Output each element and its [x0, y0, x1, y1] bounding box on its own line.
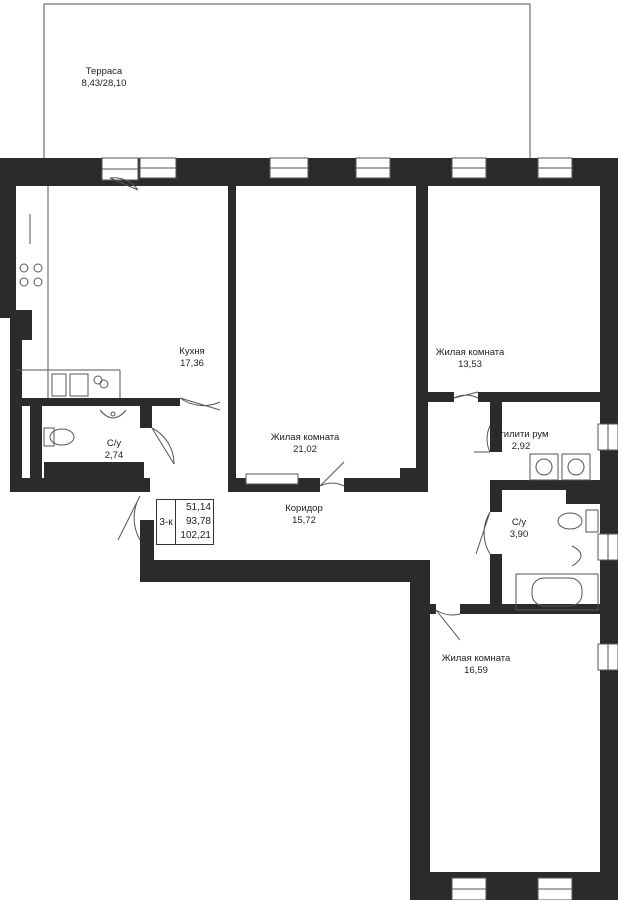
- living2-name: Жилая комната: [435, 347, 505, 358]
- living1-label: Жилая комната 21,02: [271, 432, 340, 456]
- living3-name: Жилая комната: [441, 653, 511, 664]
- terrace-outline: [43, 3, 531, 158]
- terrace-name: Терраса: [85, 66, 123, 77]
- bath2-area: 3,90: [509, 529, 529, 540]
- bath1-fixtures: [43, 409, 127, 447]
- doors: [109, 177, 491, 641]
- utility-fixtures: [529, 453, 591, 481]
- utility-name: Утилити рум: [493, 429, 549, 440]
- bath2-label: С/у 3,90: [510, 517, 529, 541]
- living2-area: 13,53: [458, 359, 482, 370]
- walls: [0, 158, 618, 900]
- terrace-label: Терраса 8,43/28,10: [82, 66, 127, 90]
- total-area-value: 93,78: [185, 516, 211, 527]
- utility-label: Утилити рум 2,92: [493, 429, 548, 453]
- bath1-area: 2,74: [104, 450, 124, 461]
- total-with-terrace-value: 102,21: [180, 530, 211, 541]
- corridor-area: 15,72: [292, 515, 316, 526]
- utility-area: 2,92: [511, 441, 531, 452]
- bath2-name: С/у: [511, 517, 527, 528]
- kitchen-area: 17,36: [180, 358, 204, 369]
- living-area-value: 51,14: [185, 502, 211, 513]
- living2-label: Жилая комната 13,53: [436, 347, 505, 371]
- living3-label: Жилая комната 16,59: [442, 653, 511, 677]
- corridor-name: Коридор: [285, 503, 323, 514]
- corridor-label: Коридор 15,72: [285, 503, 323, 527]
- living3-area: 16,59: [464, 665, 488, 676]
- kitchen-name: Кухня: [179, 346, 205, 357]
- bath1-name: С/у: [106, 438, 122, 449]
- terrace-area: 8,43/28,10: [81, 78, 127, 89]
- area-values: 51,14 93,78 102,21: [176, 501, 213, 543]
- bath1-label: С/у 2,74: [105, 438, 124, 462]
- area-summary-box: 3-к 51,14 93,78 102,21: [156, 499, 214, 545]
- kitchen-fixtures: [16, 186, 121, 398]
- living1-name: Жилая комната: [270, 432, 340, 443]
- windows: [101, 157, 618, 900]
- bath2-fixtures: [515, 509, 599, 611]
- apartment-type: 3-к: [157, 500, 176, 544]
- living1-area: 21,02: [293, 444, 317, 455]
- kitchen-label: Кухня 17,36: [179, 346, 204, 370]
